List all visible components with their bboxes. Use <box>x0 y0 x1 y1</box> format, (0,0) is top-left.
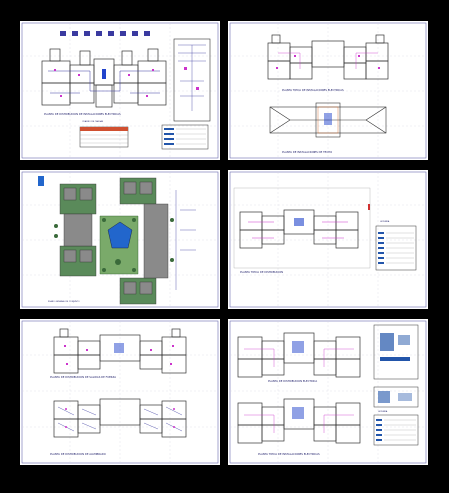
sheet-6-caption-2: PLANTA TIPICA DE INSTALACIONES ELECTRICA… <box>258 453 320 456</box>
sheet-6-legend-title: LEYENDA <box>378 411 388 413</box>
drawing-sheet-2[interactable]: PLANTA TIPICA DE INSTALACIONES ELECTRICA… <box>228 21 428 160</box>
sheet-3-drawing <box>21 171 219 308</box>
sheet-1-legend-title: CUADRO DE CARGAS <box>82 121 104 123</box>
sheet-1-drawing <box>21 22 219 159</box>
sheet-5-caption-2: PLANTA DE DISTRIBUCION DE ALUMBRADO <box>50 453 106 456</box>
sheet-5-caption: PLANTA DE DISTRIBUCION DE SALIDAS DE FUE… <box>50 376 117 379</box>
drawing-sheet-3[interactable]: PLANO GENERAL DE CONJUNTO <box>20 170 220 309</box>
sheet-4-caption: PLANTA TIPICA DE DISTRIBUCION <box>240 271 284 274</box>
sheet-2-caption: PLANTA TIPICA DE INSTALACIONES ELECTRICA… <box>282 89 344 92</box>
drawing-sheet-6[interactable]: PLANTA DE DISTRIBUCION ELECTRICA PLANTA … <box>228 319 428 465</box>
sheet-2-drawing <box>229 22 427 159</box>
sheet-4-drawing <box>229 171 427 308</box>
sheet-6-caption: PLANTA DE DISTRIBUCION ELECTRICA <box>268 380 318 383</box>
drawing-sheet-4[interactable]: PLANTA TIPICA DE DISTRIBUCION LEYENDA <box>228 170 428 309</box>
sheet-2-caption-2: PLANTA DE INSTALACIONES DE TECHO <box>282 151 333 154</box>
sheet-1-caption: PLANTA DE DISTRIBUCION DE INSTALACIONES … <box>44 113 121 116</box>
sheet-5-drawing <box>21 320 219 464</box>
drawing-sheet-1[interactable]: PLANTA DE DISTRIBUCION DE INSTALACIONES … <box>20 21 220 160</box>
drawing-sheet-5[interactable]: PLANTA DE DISTRIBUCION DE SALIDAS DE FUE… <box>20 319 220 465</box>
sheet-4-legend-title: LEYENDA <box>380 221 390 223</box>
sheet-6-drawing <box>229 320 427 464</box>
sheet-3-caption: PLANO GENERAL DE CONJUNTO <box>48 301 80 303</box>
